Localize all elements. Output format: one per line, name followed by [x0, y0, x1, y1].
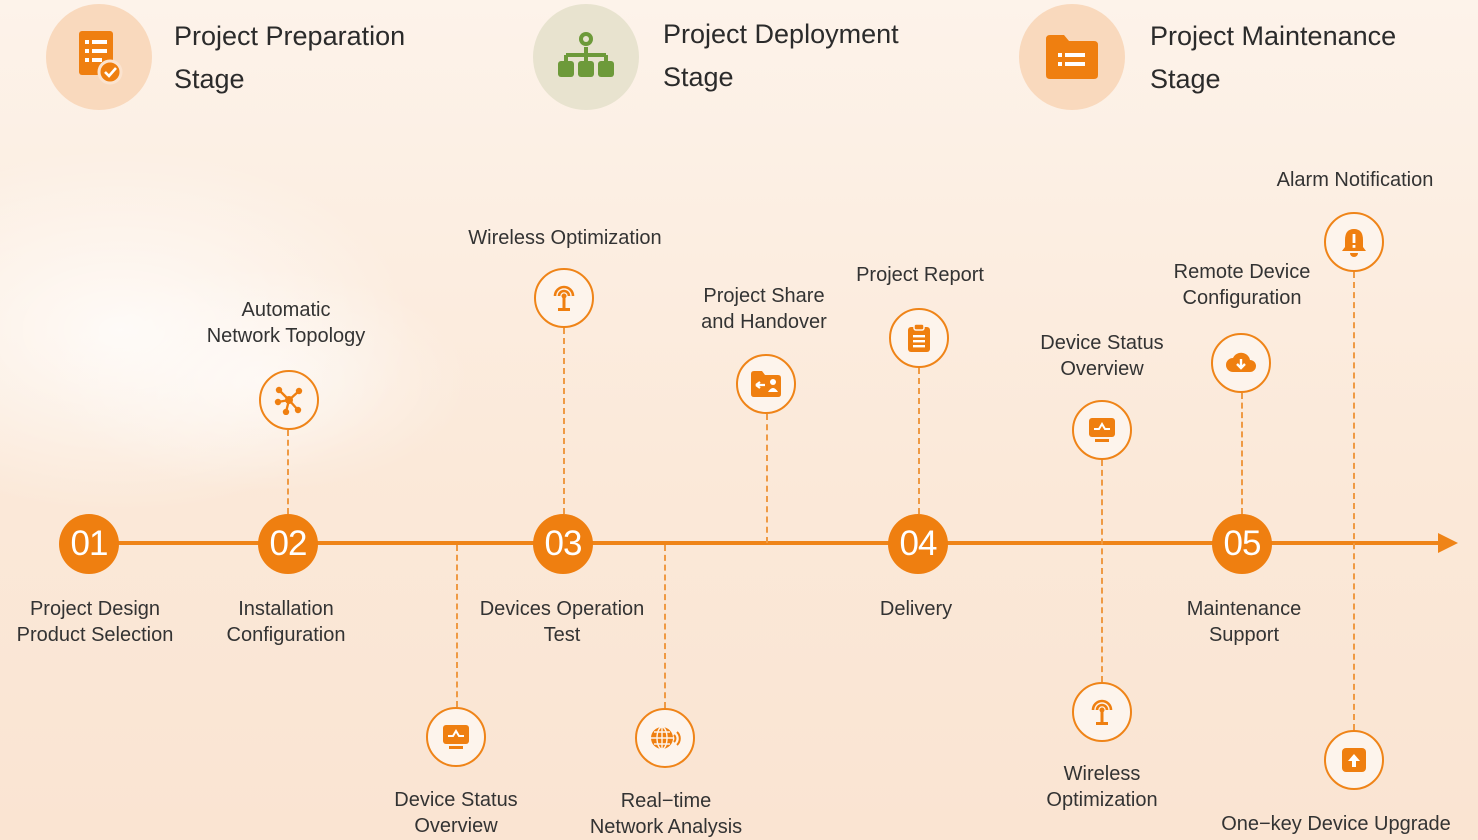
feature-label: Alarm Notification: [1276, 169, 1434, 191]
upload-icon: [1342, 748, 1366, 772]
milestone-04: 04: [888, 514, 948, 574]
connector-line: [664, 545, 666, 708]
feature-label: Project Report: [856, 264, 984, 286]
connector-line: [287, 430, 289, 514]
milestone-03: 03: [533, 514, 593, 574]
feature-wireless-optimization-below: [1072, 682, 1132, 742]
milestone-01: 01: [59, 514, 119, 574]
connector-line: [456, 545, 458, 707]
feature-alarm-notification: [1324, 212, 1384, 272]
feature-remote-config: [1211, 333, 1271, 393]
feature-device-status-below: [426, 707, 486, 767]
list-folder-icon: [1046, 35, 1098, 79]
bell-alert-icon: [1342, 229, 1366, 257]
connector-line: [1353, 272, 1355, 730]
milestone-02: 02: [258, 514, 318, 574]
connector-line: [1101, 460, 1103, 682]
connector-line: [563, 328, 565, 514]
antenna-icon: [553, 285, 575, 311]
hierarchy-icon: [558, 32, 614, 77]
antenna-icon: [1091, 699, 1113, 725]
checklist-icon: [79, 31, 123, 85]
feature-label: Wireless Optimization: [468, 227, 662, 249]
connector-line: [918, 368, 920, 514]
feature-device-upgrade: [1324, 730, 1384, 790]
folder-share-icon: [751, 371, 781, 397]
feature-project-report: [889, 308, 949, 368]
timeline-axis: [60, 541, 1440, 545]
cloud-download-icon: [1226, 352, 1256, 372]
feature-network-analysis: [635, 708, 695, 768]
monitor-icon: [1089, 418, 1115, 442]
timeline-arrow: [1438, 533, 1458, 553]
feature-topology: [259, 370, 319, 430]
milestone-05: 05: [1212, 514, 1272, 574]
milestone-label: Delivery: [879, 598, 953, 620]
feature-label: One−key Device Upgrade: [1221, 813, 1451, 835]
globe-signal-icon: [651, 726, 681, 750]
topology-icon: [274, 386, 303, 415]
feature-wireless-optimization: [534, 268, 594, 328]
stage-maintenance-badge: [1019, 4, 1125, 110]
connector-line: [1241, 393, 1243, 514]
stage-deployment-badge: [533, 4, 639, 110]
monitor-icon: [443, 725, 469, 749]
clipboard-icon: [908, 323, 930, 352]
feature-project-share: [736, 354, 796, 414]
stage-preparation-badge: [46, 4, 152, 110]
connector-line: [766, 414, 768, 543]
feature-device-status: [1072, 400, 1132, 460]
